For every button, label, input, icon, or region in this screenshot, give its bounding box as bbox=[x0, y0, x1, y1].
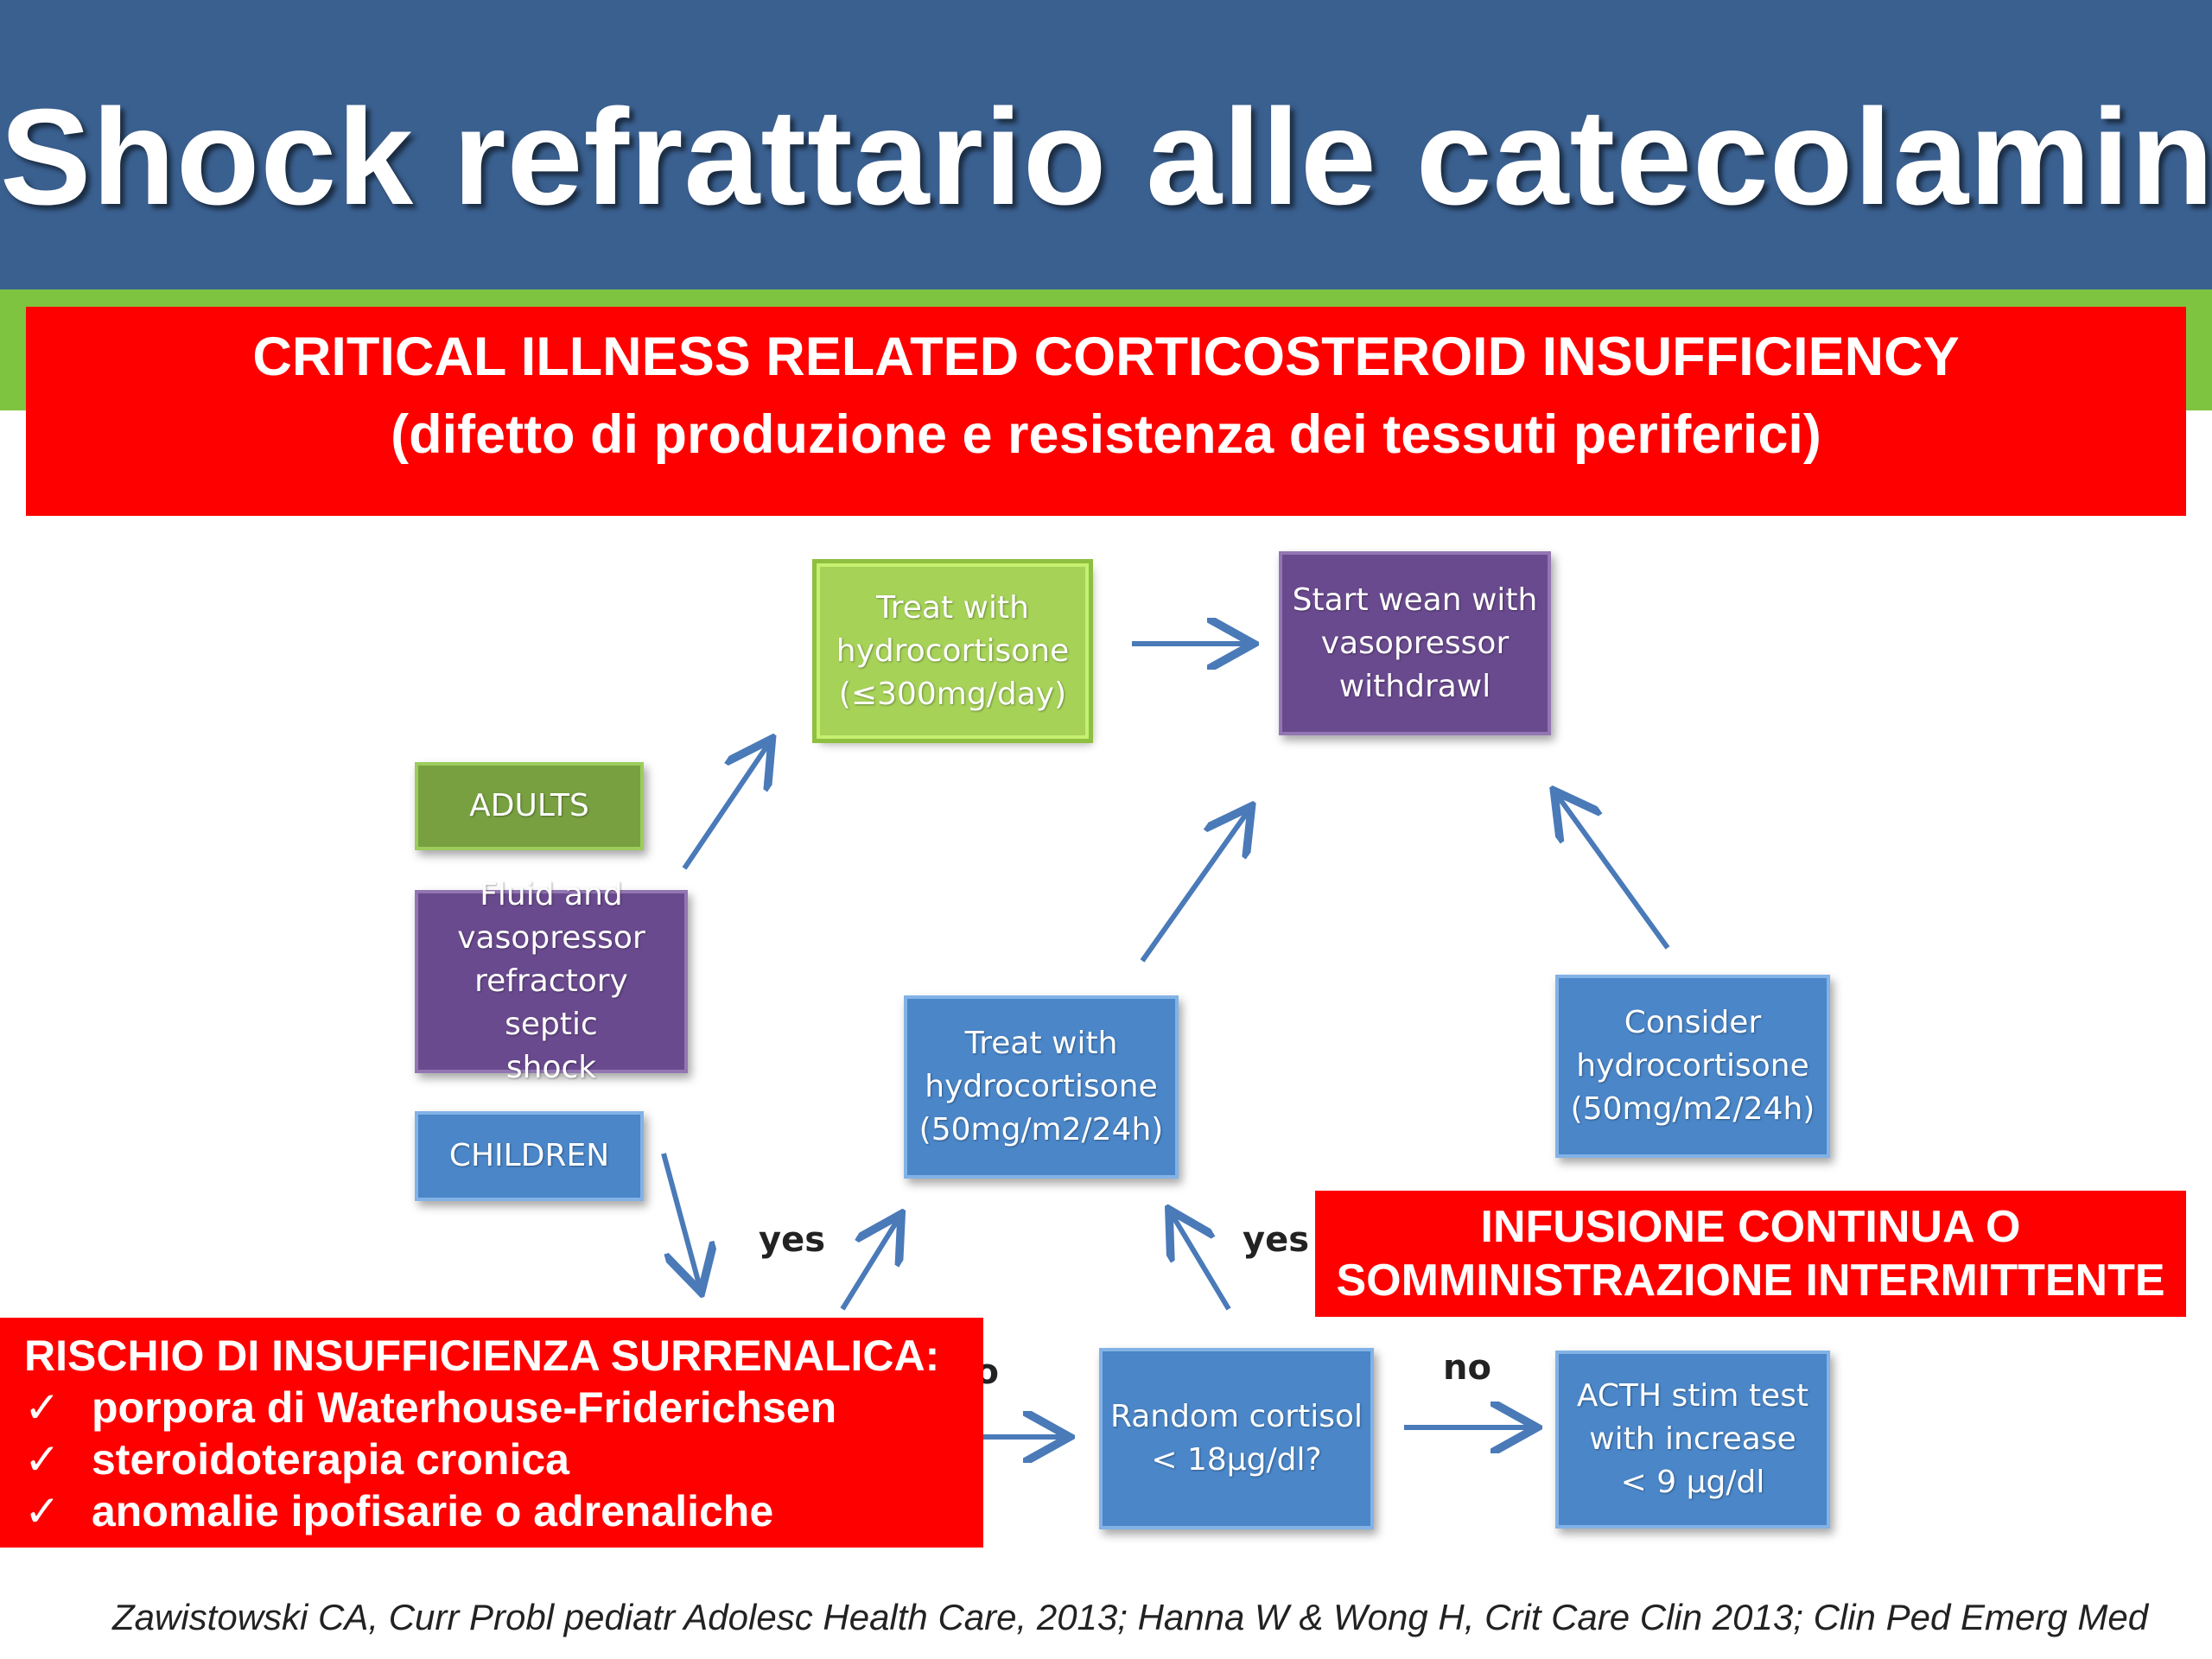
adults-box: ADULTS bbox=[415, 762, 644, 850]
checkmark-icon: ✓ bbox=[24, 1486, 60, 1536]
wean-box: Start wean with vasopressor withdrawl bbox=[1279, 551, 1551, 735]
infusion-line-2: SOMMINISTRAZIONE INTERMITTENTE bbox=[1336, 1255, 2165, 1306]
random-cortisol-box: Random cortisol < 18µg/dl? bbox=[1099, 1348, 1374, 1529]
list-item: ✓ anomalie ipofisarie o adrenaliche bbox=[24, 1485, 983, 1537]
citation: Zawistowski CA, Curr Probl pediatr Adole… bbox=[112, 1597, 2149, 1637]
no-label-right: no bbox=[1443, 1348, 1491, 1388]
arrow-treat-child-to-wean bbox=[1140, 810, 1249, 963]
banner-line-2: (difetto di produzione e resistenza dei … bbox=[391, 404, 1821, 465]
checkmark-icon: ✓ bbox=[24, 1434, 60, 1484]
infusion-callout: INFUSIONE CONTINUA O SOMMINISTRAZIONE IN… bbox=[1315, 1191, 2186, 1317]
arrow-children-down bbox=[661, 1153, 700, 1287]
risk-item-text: porpora di Waterhouse-Friderichsen bbox=[92, 1383, 837, 1432]
risk-list: ✓ porpora di Waterhouse-Friderichsen ✓ ste… bbox=[24, 1382, 983, 1537]
yes-label-left: yes bbox=[759, 1220, 826, 1260]
risk-item-text: anomalie ipofisarie o adrenaliche bbox=[92, 1487, 774, 1535]
arrow-shock-to-treat-adult bbox=[682, 743, 769, 870]
risk-item-text: steroidoterapia cronica bbox=[92, 1435, 569, 1484]
list-item: ✓ porpora di Waterhouse-Friderichsen bbox=[24, 1382, 983, 1433]
slide-title: Shock refrattario alle catecolamine bbox=[0, 81, 2212, 233]
arrow-yes-right-to-treat-child bbox=[1172, 1214, 1231, 1311]
risk-heading: RISCHIO DI INSUFFICIENZA SURRENALICA: bbox=[24, 1332, 940, 1380]
infusion-line-1: INFUSIONE CONTINUA O bbox=[1480, 1202, 2021, 1252]
title-header-bar bbox=[0, 0, 2212, 289]
septic-shock-box: Fluid and vasopressor refractory septic … bbox=[415, 877, 688, 1085]
acth-stim-test-box: ACTH stim test with increase < 9 µg/dl bbox=[1555, 1351, 1830, 1529]
ciri-banner: CRITICAL ILLNESS RELATED CORTICOSTEROID … bbox=[26, 307, 2186, 516]
consider-hydrocortisone-box: Consider hydrocortisone (50mg/m2/24h) bbox=[1555, 975, 1830, 1158]
treat-child-box: Treat with hydrocortisone (50mg/m2/24h) bbox=[904, 995, 1179, 1179]
treat-adult-box: Treat with hydrocortisone (≤300mg/day) bbox=[812, 559, 1093, 743]
children-box: CHILDREN bbox=[415, 1111, 644, 1201]
list-item: ✓ steroidoterapia cronica bbox=[24, 1433, 983, 1485]
adrenal-risk-callout: RISCHIO DI INSUFFICIENZA SURRENALICA: ✓ p… bbox=[0, 1318, 983, 1548]
checkmark-icon: ✓ bbox=[24, 1382, 60, 1433]
yes-label-right: yes bbox=[1243, 1220, 1310, 1260]
arrow-yes-left-to-treat-child bbox=[840, 1218, 899, 1311]
banner-line-1: CRITICAL ILLNESS RELATED CORTICOSTEROID … bbox=[252, 327, 1960, 387]
arrow-consider-to-wean bbox=[1557, 795, 1670, 950]
